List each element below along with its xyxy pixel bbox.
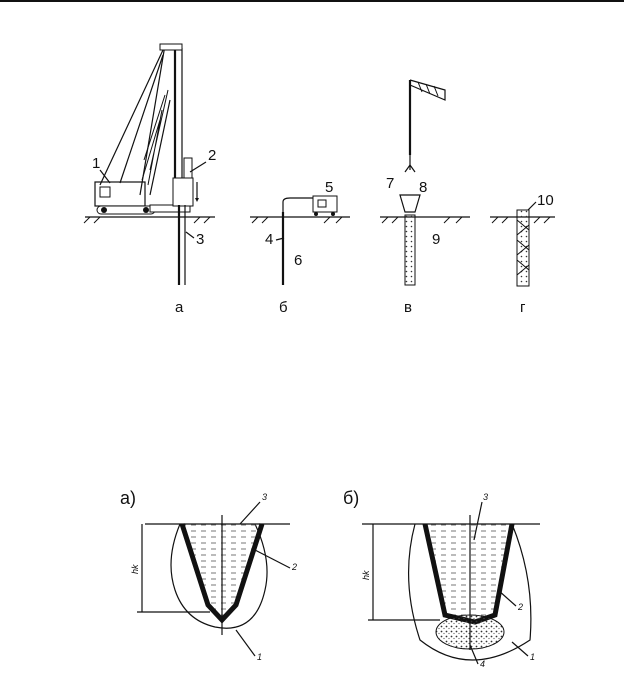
- panel-a-depth: hk: [130, 564, 140, 574]
- panel-b-depth: hk: [361, 570, 371, 580]
- pile-driving-rig: [94, 43, 199, 285]
- callout-6: 6: [294, 252, 302, 269]
- callout-labels: 1 2 3 4 5 6 7 8 9 10: [92, 147, 554, 269]
- panel-a: а) hk 3 2 1: [120, 488, 297, 662]
- caption-b: б: [279, 299, 288, 316]
- panel-b-callout-4: 4: [480, 659, 485, 669]
- finished-pile: [516, 209, 530, 287]
- panel-b-label: б): [343, 488, 359, 508]
- caption-g: г: [520, 299, 526, 316]
- pile-installation-diagram: 1 2 3 4 5 6 7 8 9 10 а б в г: [83, 43, 555, 316]
- callout-1: 1: [92, 155, 100, 172]
- panel-b-callout-3: 3: [483, 492, 488, 502]
- callout-10: 10: [537, 192, 554, 209]
- concreting-setup: [399, 79, 446, 286]
- panel-b-callout-1: 1: [530, 652, 535, 662]
- callout-7: 7: [386, 175, 394, 192]
- panel-a-callout-2: 2: [291, 562, 297, 572]
- callout-8: 8: [419, 179, 427, 196]
- caption-v: в: [404, 299, 412, 316]
- callout-3: 3: [196, 231, 204, 248]
- callout-2: 2: [208, 147, 216, 164]
- panel-captions: а б в г: [175, 299, 526, 316]
- callout-4: 4: [265, 231, 273, 248]
- callout-9: 9: [432, 231, 440, 248]
- panel-a-callout-3: 3: [262, 492, 267, 502]
- pile-cross-section-diagram: а) hk 3 2 1 б) hk 3 2 4 1: [120, 488, 540, 669]
- electrode-setup: [281, 195, 338, 285]
- panel-b-callout-2: 2: [517, 602, 523, 612]
- caption-a: а: [175, 299, 184, 316]
- panel-a-callout-1: 1: [257, 652, 262, 662]
- panel-b: б) hk 3 2 4 1: [343, 488, 540, 669]
- ground-lines: [83, 216, 555, 224]
- page-top-rule: [0, 0, 624, 2]
- panel-a-label: а): [120, 488, 136, 508]
- callout-5: 5: [325, 179, 333, 196]
